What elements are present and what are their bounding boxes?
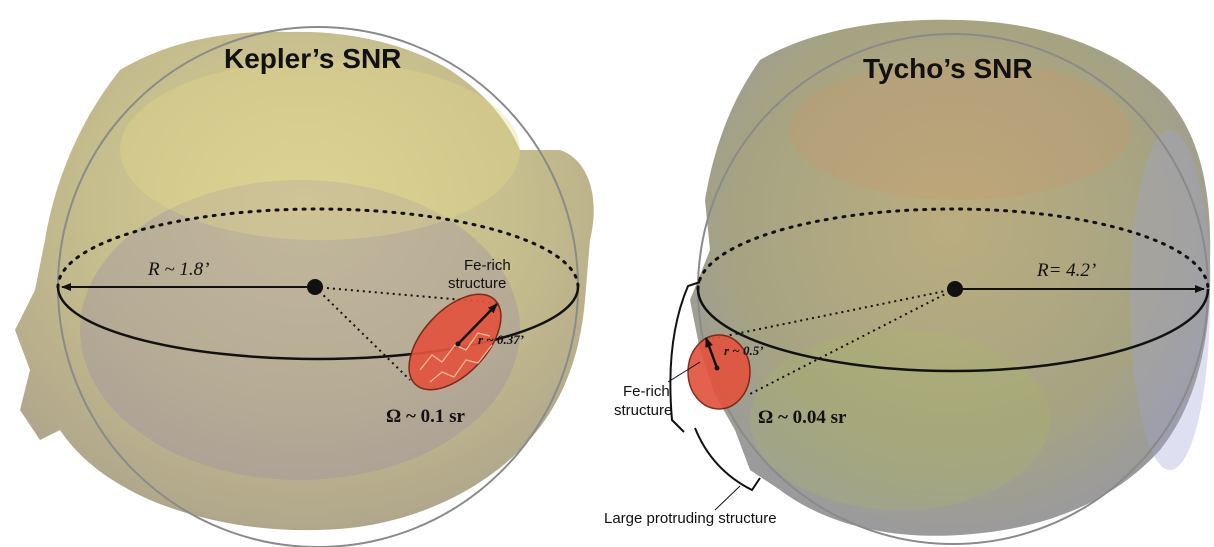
tycho-fe-rich-label-line2: structure	[614, 402, 672, 419]
tycho-haze-green	[750, 330, 1050, 510]
kepler-fe-rich-structure	[408, 293, 502, 391]
tycho-fe-rich-label-line1: Fe-rich	[623, 383, 670, 400]
kepler-panel: Kepler’s SNR R ~ 1.8’ Fe-rich structure …	[15, 26, 594, 547]
kepler-cone-line-top	[314, 286, 499, 304]
tycho-cone-line-bottom	[747, 288, 956, 396]
kepler-fe-rich-label-line1: Fe-rich	[464, 257, 511, 274]
kepler-equator-front	[56, 286, 580, 361]
kepler-radius-label: R ~ 1.8’	[147, 259, 209, 280]
tycho-small-r-label: r ~ 0.5’	[724, 343, 764, 358]
tycho-equator-front	[696, 288, 1210, 373]
tycho-title: Tycho’s SNR	[863, 53, 1033, 84]
tycho-omega-label: Ω ~ 0.04 sr	[758, 407, 847, 428]
kepler-fe-wave-2	[429, 344, 493, 383]
tycho-small-r-arrow	[704, 337, 719, 369]
tycho-equator-back	[696, 207, 1210, 291]
kepler-small-r-label: r ~ 0.37’	[478, 332, 524, 347]
kepler-small-r-arrow	[457, 303, 498, 345]
tycho-cone-line-top	[705, 288, 956, 341]
tycho-fe-rich-structure	[687, 334, 751, 410]
kepler-remnant	[15, 31, 594, 531]
tycho-fe-leader-line	[667, 361, 701, 383]
kepler-haze-yellow	[120, 60, 520, 240]
kepler-title: Kepler’s SNR	[224, 43, 401, 74]
kepler-haze	[80, 180, 520, 480]
tycho-protrusion-bracket-bottom	[694, 427, 761, 492]
tycho-protrusion-leader-line	[714, 485, 741, 511]
tycho-haze-blue	[1130, 130, 1210, 470]
tycho-panel: Tycho’s SNR R= 4.2’ r ~ 0.5’ Fe-rich str…	[604, 19, 1211, 545]
kepler-fe-rich-label-line2: structure	[448, 275, 506, 292]
kepler-omega-label: Ω ~ 0.1 sr	[386, 406, 465, 427]
tycho-haze-orange	[790, 60, 1130, 200]
tycho-radius-label: R= 4.2’	[1036, 260, 1096, 281]
tycho-protrusion-bracket-top	[669, 281, 701, 433]
tycho-remnant	[690, 19, 1211, 536]
kepler-fe-wave-1	[419, 332, 491, 371]
kepler-cone-line-bottom	[314, 286, 411, 381]
tycho-protrusion-label: Large protruding structure	[604, 510, 777, 527]
